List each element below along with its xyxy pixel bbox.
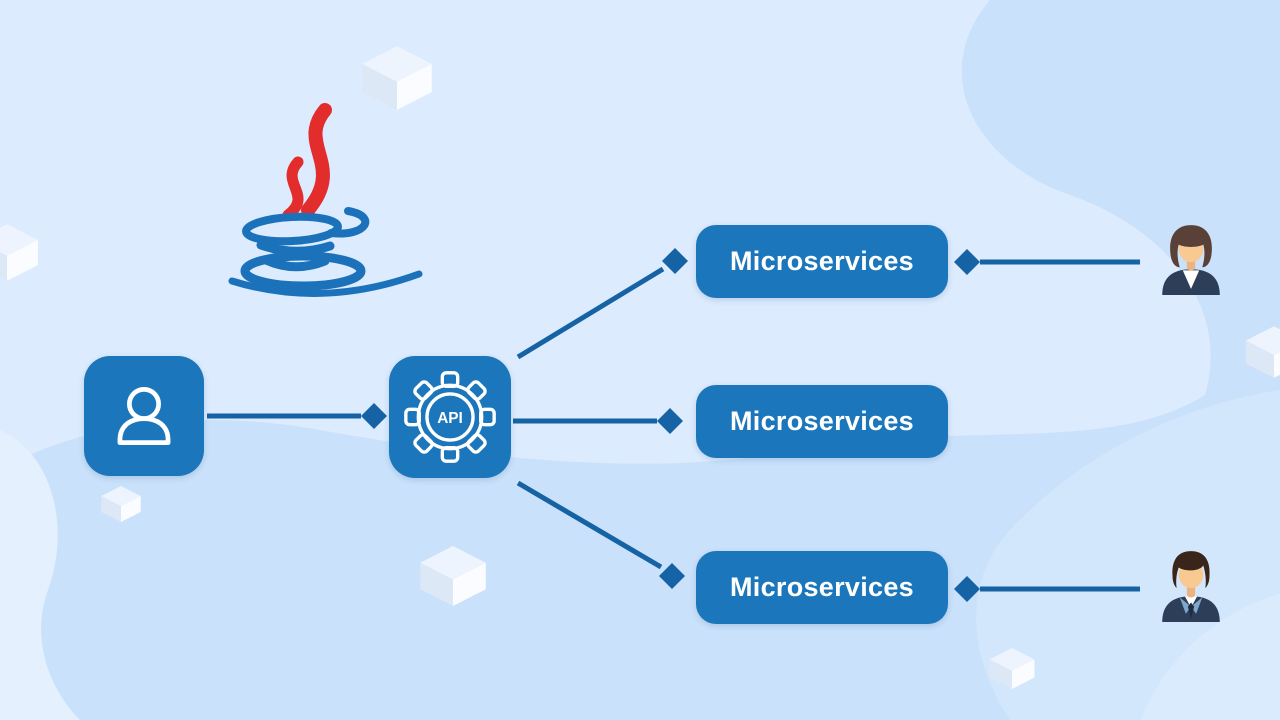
microservice-node-1: Microservices [696, 225, 948, 298]
cube-decoration [989, 648, 1035, 689]
connector-api-to-microservice-3 [516, 480, 685, 589]
api-gateway-node: API [389, 356, 511, 478]
cube-decoration [420, 546, 486, 606]
microservice-label: Microservices [729, 246, 914, 276]
microservice-node-3: Microservices [696, 551, 948, 624]
cube-decoration [101, 486, 141, 522]
api-gateway-label: API [437, 410, 463, 427]
microservice-label: Microservices [729, 406, 914, 436]
connector-client-to-api [207, 403, 387, 429]
female-user-avatar [1162, 225, 1220, 295]
microservice-node-2: Microservices [696, 385, 948, 458]
cube-decoration [0, 224, 39, 281]
user-icon [117, 386, 171, 446]
connector-male-user-to-microservice-3 [954, 576, 1140, 602]
connector-female-user-to-microservice-1 [954, 249, 1140, 275]
client-node [84, 356, 204, 476]
cube-decoration [362, 46, 432, 110]
java-logo [228, 103, 423, 297]
gear-icon: API [404, 371, 496, 463]
connector-api-to-microservice-1 [516, 248, 688, 360]
cube-decoration [1245, 326, 1280, 378]
connector-api-to-microservice-2 [513, 408, 683, 434]
male-user-avatar [1162, 551, 1220, 622]
microservice-label: Microservices [729, 572, 914, 602]
